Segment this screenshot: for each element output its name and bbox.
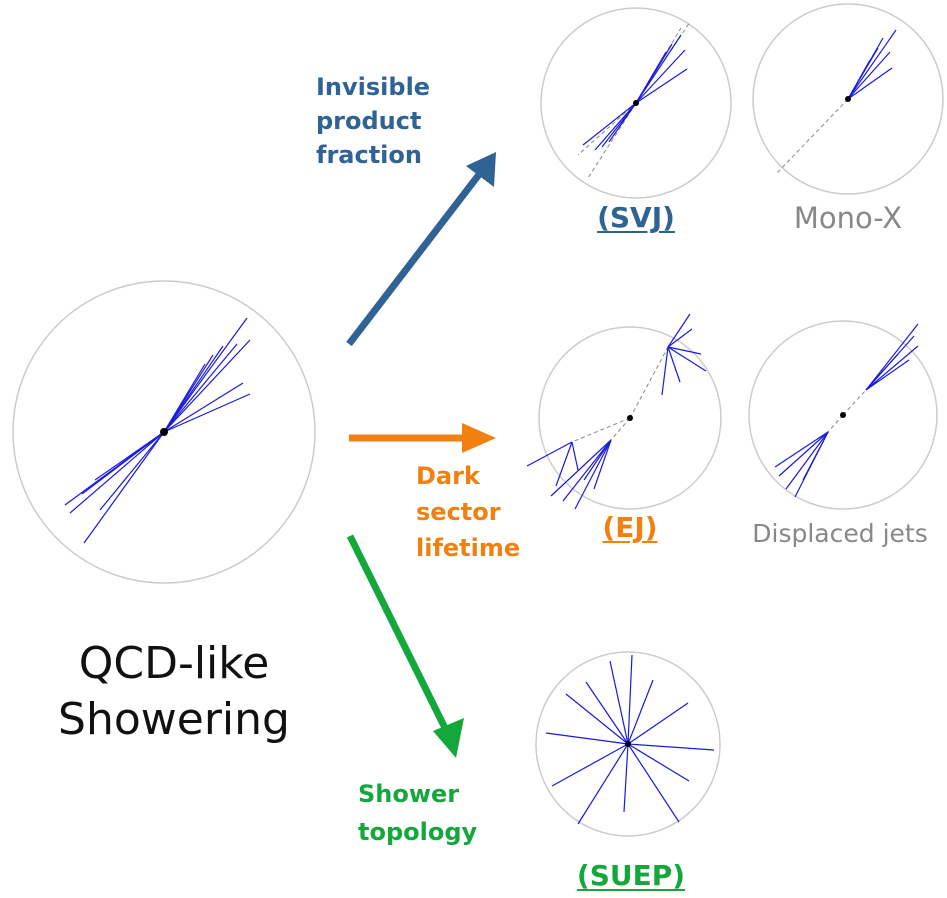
svj-event-display: [540, 7, 732, 199]
invisible-label-line1: Invisible: [316, 73, 431, 101]
arrow-topology: [346, 534, 464, 758]
main-label: QCD-like Showering: [20, 636, 328, 748]
main-label-line1: QCD-like: [78, 638, 270, 689]
invisible-label-line3: fraction: [316, 141, 422, 169]
displaced-jets-label: Displaced jets: [752, 519, 928, 548]
qcd-vertex: [160, 428, 168, 436]
topology-label-line1: Shower: [358, 780, 460, 808]
monox-event-display: [752, 3, 944, 195]
qcd-circle: [12, 280, 316, 584]
qcd-jets: [64, 317, 251, 544]
ej-event-display: [526, 313, 722, 510]
invisible-label-line2: product: [316, 107, 422, 135]
invisible-fraction-label: Invisible product fraction: [316, 70, 430, 172]
lifetime-label-line1: Dark: [416, 462, 480, 490]
topology-label: Shower topology: [358, 775, 477, 851]
qcd-event-display: [12, 280, 316, 584]
arrow-lifetime: [349, 423, 496, 453]
svj-label: (SVJ): [597, 201, 675, 234]
suep-event-display: [535, 651, 721, 837]
lifetime-label-line2: sector: [416, 498, 501, 526]
topology-label-line2: topology: [358, 818, 478, 846]
mono-x-label: Mono-X: [793, 201, 903, 235]
suep-label: (SUEP): [576, 859, 686, 892]
lifetime-label-line3: lifetime: [416, 534, 521, 562]
main-label-line2: Showering: [58, 694, 290, 745]
displaced-event-display: [748, 320, 938, 510]
lifetime-label: Dark sector lifetime: [416, 458, 520, 566]
arrow-invisible: [346, 152, 496, 347]
ej-label: (EJ): [602, 511, 658, 544]
